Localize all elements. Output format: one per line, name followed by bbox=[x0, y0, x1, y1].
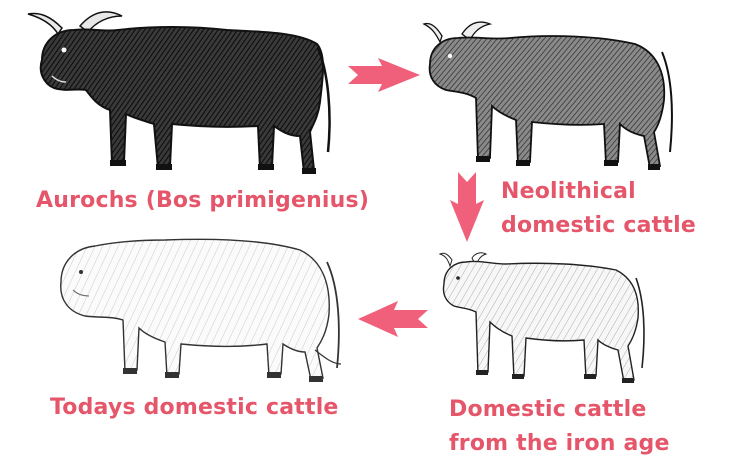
arrow-right-icon bbox=[348, 58, 420, 92]
iron-age-cattle-illustration bbox=[436, 248, 651, 390]
caption-todays: Todays domestic cattle bbox=[50, 393, 339, 423]
arrow-right-shape bbox=[348, 58, 420, 92]
caption-aurochs-line-1: Aurochs (Bos primigenius) bbox=[36, 186, 369, 216]
neolithic-cattle-illustration bbox=[420, 12, 680, 177]
caption-iron-age-line-2: from the iron age bbox=[449, 427, 670, 461]
arrow-down-shape bbox=[450, 172, 484, 242]
caption-neolithic: Neolithical domestic cattle bbox=[501, 175, 696, 243]
caption-neolithic-line-2: domestic cattle bbox=[501, 209, 696, 243]
arrow-down-icon bbox=[450, 172, 484, 242]
caption-iron-age-line-1: Domestic cattle bbox=[449, 393, 670, 427]
arrow-left-shape bbox=[358, 301, 428, 337]
arrow-left-icon bbox=[358, 301, 428, 337]
caption-iron-age: Domestic cattle from the iron age bbox=[449, 393, 670, 461]
caption-aurochs: Aurochs (Bos primigenius) bbox=[36, 186, 369, 216]
caption-neolithic-line-1: Neolithical bbox=[501, 175, 696, 209]
aurochs-illustration bbox=[22, 2, 342, 182]
caption-todays-line-1: Todays domestic cattle bbox=[50, 393, 339, 423]
todays-cattle-illustration bbox=[55, 232, 345, 387]
